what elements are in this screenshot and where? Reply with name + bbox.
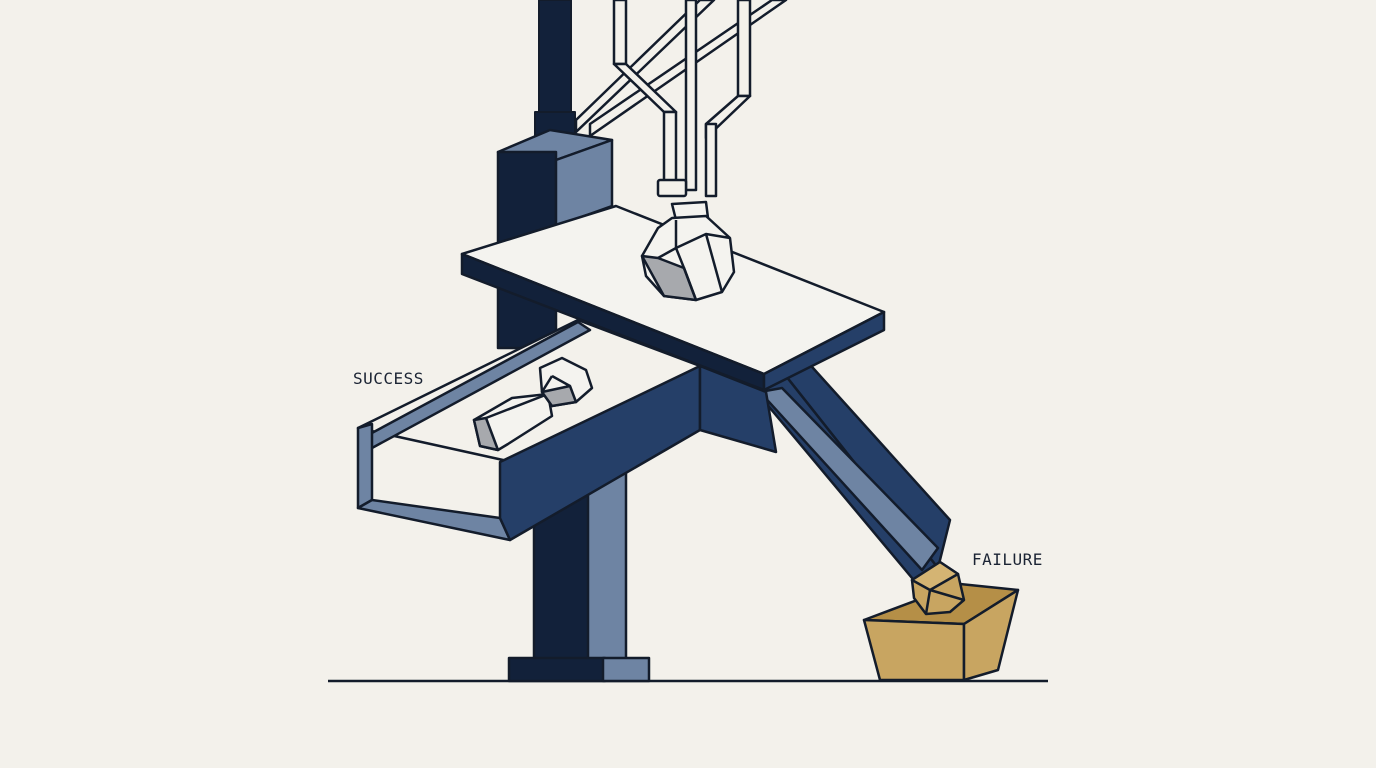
success-chute: [356, 318, 778, 542]
gantry-arm: [574, 0, 788, 198]
rock-icon: [910, 560, 966, 616]
rock-icon: [472, 392, 554, 452]
success-label: SUCCESS: [353, 369, 424, 388]
rock-icon: [538, 356, 594, 408]
upper-column: [534, 0, 576, 143]
failure-label: FAILURE: [972, 550, 1043, 569]
rock-icon: [640, 214, 736, 302]
